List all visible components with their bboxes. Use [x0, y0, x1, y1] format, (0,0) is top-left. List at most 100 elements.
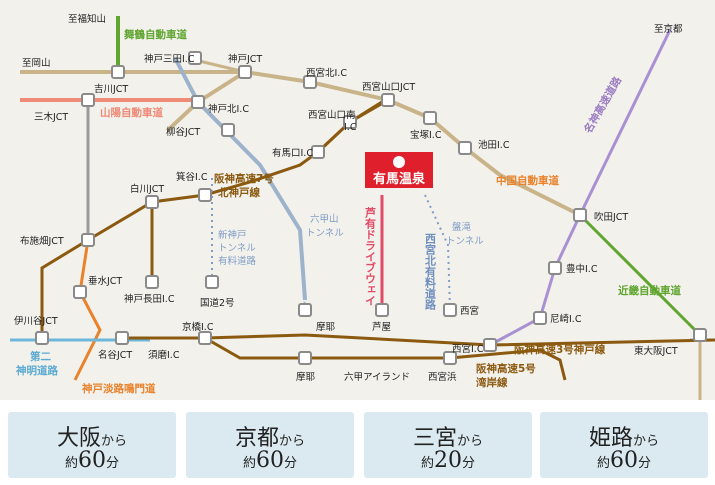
minutes-value: 60 [78, 448, 106, 473]
travel-time-panel: 大阪から 約60分 京都から 約60分 三宮から 約20分 姫路から 約60分 [0, 400, 715, 485]
label-kobe-sanda: 神戸三田I.C [144, 53, 195, 65]
approx-label: 約 [242, 456, 256, 471]
label-nishinomiya-ic: 西宮I.C [452, 343, 484, 355]
label-arimaguchi: 有馬口I.C [272, 147, 313, 159]
label-miki: 三木JCT [34, 111, 68, 123]
label-banryu-tunnel-2: トンネル [446, 236, 484, 247]
approx-label: 約 [596, 456, 610, 471]
city-name: 京都 [234, 426, 279, 451]
label-nunobiki: 布施畑JCT [20, 235, 64, 247]
label-rokko-tunnel-2: トンネル [306, 228, 344, 239]
hanshin7-west-line [40, 238, 89, 335]
travel-time-card-kyoto: 京都から 約60分 [186, 412, 354, 478]
city-name: 三宮 [412, 426, 457, 451]
label-amagasaki: 尼崎I.C [550, 313, 582, 325]
label-daini-1: 第二 [30, 350, 51, 363]
label-yoshikawa: 吉川JCT [94, 84, 128, 95]
label-takarazuka: 宝塚I.C [410, 129, 442, 141]
label-higashi-osaka: 東大阪JCT [634, 345, 678, 357]
kobe-kita-line [173, 57, 307, 301]
kinki-line [578, 213, 702, 337]
label-shinkobe-1: 新神戸 [218, 229, 247, 241]
label-kobe-awaji: 神戸淡路鳴門道 [82, 382, 156, 395]
unit-label: 分 [106, 456, 120, 471]
label-kobe-jct: 神戸JCT [228, 53, 262, 65]
label-nishinomiya-kita-road: 西宮北有料道路 [424, 233, 437, 311]
label-daini-2: 神明道路 [16, 364, 58, 377]
label-yamaguchi-minami-2: I.C [344, 122, 357, 133]
label-rokko-tunnel-1: 六甲山 [310, 213, 339, 225]
onsen-icon [393, 156, 405, 168]
arima-onsen-badge: 有馬温泉 [365, 152, 433, 188]
label-sanyo-expressway: 山陽自動車道 [100, 106, 163, 119]
label-chugoku-expressway: 中国自動車道 [496, 174, 559, 187]
label-maya-top: 摩耶 [316, 321, 336, 333]
route-map: 有馬温泉 至福知山 至岡山 至京都 神戸三田I.C 神戸JCT 吉川JCT 三木… [0, 0, 715, 400]
label-hanshin5-2: 湾岸線 [476, 376, 508, 389]
label-banryu-tunnel-1: 盤滝 [452, 221, 472, 233]
label-kyoto-dir: 至京都 [654, 23, 683, 35]
label-meishin-expressway: 名神高速道路 [581, 74, 624, 135]
label-shirakawa: 白川JCT [130, 183, 164, 195]
label-suita: 吹田JCT [594, 211, 628, 223]
unit-label: 分 [638, 456, 652, 471]
label-ikeda: 池田I.C [478, 139, 510, 151]
travel-time-card-himeji: 姫路から 約60分 [540, 412, 708, 478]
label-ashiya: 芦屋 [372, 322, 391, 333]
hanshin3-line [122, 333, 715, 347]
label-maizuru-expressway: 舞鶴自動車道 [123, 28, 187, 41]
label-shinkobe-2: トンネル [218, 243, 256, 254]
from-label: から [457, 434, 484, 449]
destination-label: 有馬温泉 [373, 171, 426, 187]
label-nishinomiya: 西宮 [460, 305, 479, 317]
label-fukuchiyama: 至福知山 [68, 13, 106, 25]
label-nishinomiyahama: 西宮浜 [428, 371, 457, 383]
city-name: 大阪 [56, 426, 101, 451]
label-ashiu-driveway: 芦有ドライブウェイ [364, 206, 377, 306]
sanda-link-line [194, 58, 246, 74]
junction-markers [35, 51, 707, 365]
label-toyonaka: 豊中I.C [566, 263, 598, 275]
label-ikawadani: 伊川谷JCT [14, 315, 58, 327]
minutes-value: 60 [610, 448, 638, 473]
label-tarumi: 垂水JCT [88, 275, 122, 287]
nishinomiya-kita-road-line [424, 194, 451, 311]
label-nayadani: 名谷JCT [98, 349, 132, 361]
meishin-line [489, 29, 672, 347]
unit-label: 分 [462, 456, 476, 471]
travel-time-card-osaka: 大阪から 約60分 [8, 412, 176, 478]
label-yamaguchi-minami-1: 西宮山口南 [308, 109, 356, 121]
kobe-awaji-line [73, 239, 102, 381]
label-hanshin7-2: 北神戸線 [218, 186, 260, 199]
minutes-value: 20 [434, 448, 462, 473]
label-okayama: 至岡山 [22, 58, 51, 69]
label-hanshin3: 阪神高速3号神戸線 [514, 343, 606, 356]
rokko-tunnel-line [299, 229, 306, 311]
label-suma: 須磨I.C [148, 350, 180, 361]
label-shinkobe-3: 有料道路 [218, 255, 257, 267]
label-nishinomiya-kita: 西宮北I.C [306, 67, 347, 79]
label-maya-bottom: 摩耶 [296, 371, 316, 383]
label-kyobashi: 京橋I.C [182, 321, 214, 333]
city-name: 姫路 [588, 426, 633, 451]
label-yanagitani: 柳谷JCT [166, 126, 200, 138]
label-kobe-kita: 神戸北I.C [208, 103, 249, 115]
label-rokko-island: 六甲アイランド [344, 371, 410, 383]
unit-label: 分 [284, 456, 298, 471]
from-label: から [101, 434, 128, 449]
label-nishinomiya-yamaguchi-jct: 西宮山口JCT [362, 81, 415, 93]
label-hanshin5-1: 阪神高速5号 [476, 362, 536, 375]
label-kokudo2: 国道2号 [200, 297, 235, 309]
approx-label: 約 [64, 456, 78, 471]
minutes-value: 60 [256, 448, 284, 473]
from-label: から [633, 434, 660, 449]
approx-label: 約 [420, 456, 434, 471]
label-kobe-nagata: 神戸長田I.C [124, 293, 175, 305]
label-mino: 箕谷I.C [176, 171, 208, 183]
label-hanshin7-1: 阪神高速7号 [214, 172, 274, 185]
road-network-map: 有馬温泉 至福知山 至岡山 至京都 神戸三田I.C 神戸JCT 吉川JCT 三木… [10, 13, 715, 400]
from-label: から [279, 434, 306, 449]
label-kinki-expressway: 近畿自動車道 [618, 284, 681, 297]
travel-time-card-sannomiya: 三宮から 約20分 [364, 412, 532, 478]
